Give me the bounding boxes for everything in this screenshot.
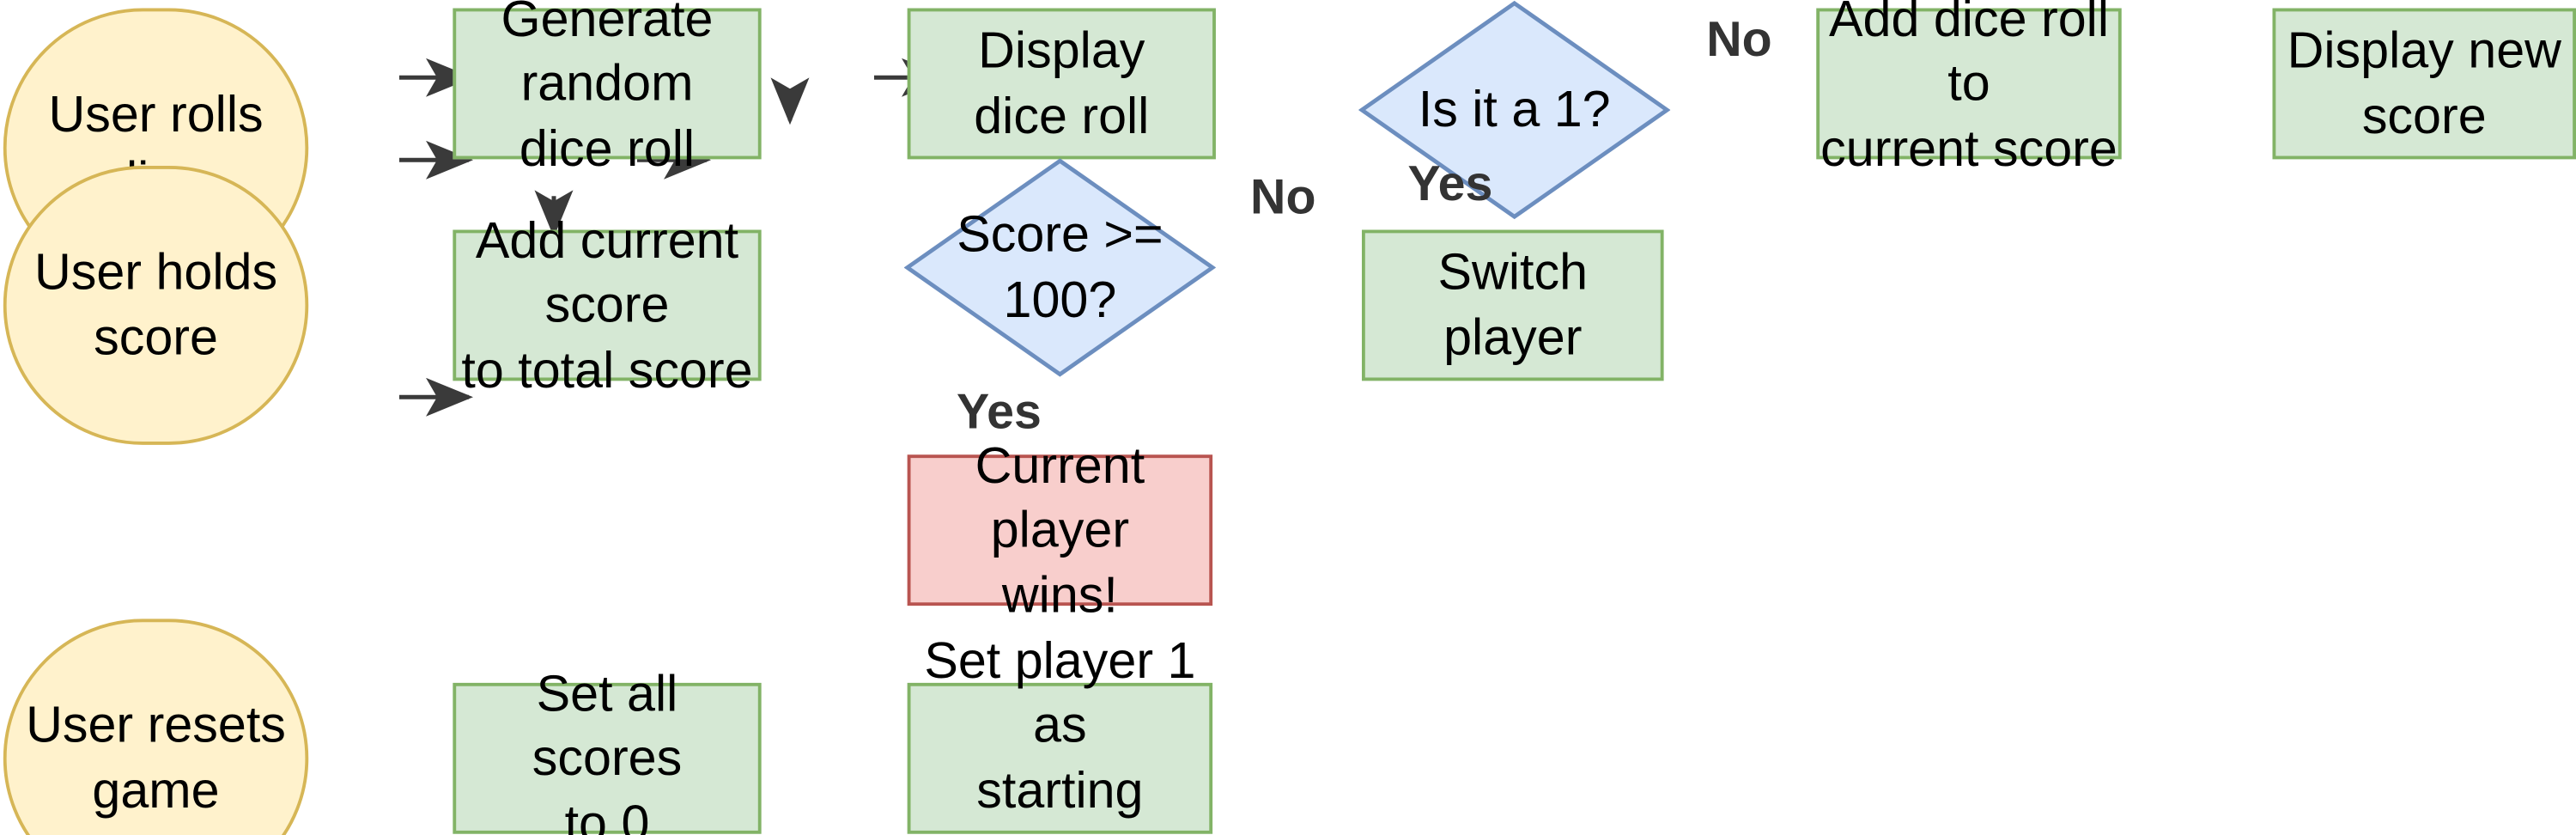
node-label: Set all scores to 0 <box>532 663 683 835</box>
node-set-player-1[interactable]: Set player 1 as starting player <box>907 631 1213 835</box>
node-add-dice-roll[interactable]: Add dice roll to current score <box>1816 0 2122 177</box>
node-display-dice-roll[interactable]: Display dice roll <box>907 8 1216 160</box>
node-label: Display new score <box>2287 21 2561 145</box>
node-label: Current player wins! <box>975 436 1145 624</box>
edge-label-dice-no: No <box>1706 13 1772 68</box>
node-label: Display dice roll <box>974 21 1150 145</box>
node-label: Switch player <box>1437 243 1589 367</box>
node-current-player-wins[interactable]: Current player wins! <box>907 436 1213 624</box>
node-label: Add dice roll to current score <box>1820 0 2117 178</box>
node-label: Is it a 1? <box>1418 80 1611 138</box>
node-display-new-score[interactable]: Display new score <box>2272 8 2576 160</box>
edge-label-dice-yes: Yes <box>1407 157 1493 212</box>
diamond-shape-icon <box>1358 0 1671 220</box>
node-add-current-score[interactable]: Add current score to total score <box>453 211 762 399</box>
edge-label-score-yes: Yes <box>957 386 1042 441</box>
node-set-all-scores-zero[interactable]: Set all scores to 0 <box>453 664 762 835</box>
node-score-gte-100[interactable]: Score >= 100? <box>903 157 1216 377</box>
edge-label-score-no: No <box>1250 170 1316 225</box>
node-label: Set player 1 as starting player <box>924 631 1196 835</box>
node-is-it-a-1[interactable]: Is it a 1? <box>1358 0 1671 220</box>
node-user-holds-score[interactable]: User holds score <box>3 165 309 445</box>
node-label: Score >= 100? <box>957 205 1163 329</box>
node-label: Add current score to total score <box>461 210 753 399</box>
node-label: Generate random dice roll <box>501 0 714 178</box>
node-label: User holds score <box>33 243 278 367</box>
node-user-resets-game[interactable]: User resets game <box>3 619 309 835</box>
node-label: User resets game <box>26 696 286 820</box>
node-switch-player[interactable]: Switch player <box>1361 229 1664 381</box>
node-generate-random-roll[interactable]: Generate random dice roll <box>453 0 762 177</box>
diamond-shape-icon <box>903 158 1216 377</box>
